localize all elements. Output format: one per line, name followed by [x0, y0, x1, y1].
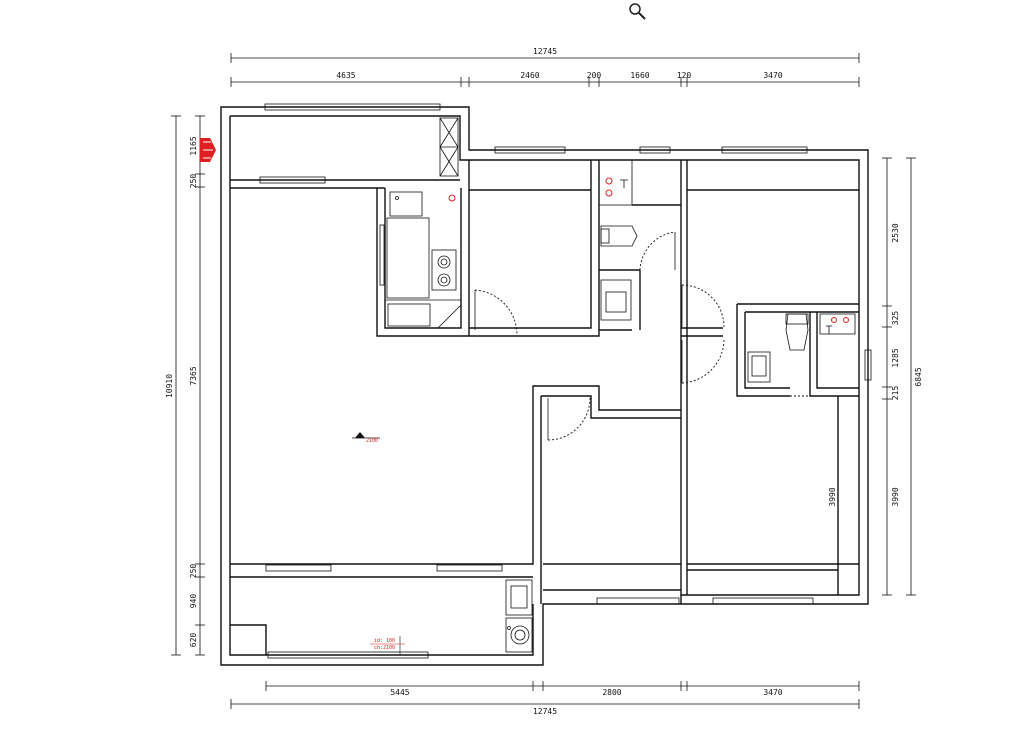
left-segment-dimensions: 1165 250 7365 250 940 620 [189, 115, 205, 656]
bottom-segment-dimensions: 5445 2800 3470 [265, 681, 860, 697]
sink-icon [389, 191, 423, 217]
bottom-segment-2: 2800 [602, 688, 621, 697]
inner-vertical-dimension: 3990 [828, 400, 839, 590]
top-total-dimension: 12745 [230, 47, 860, 63]
north-balcony-storage [439, 117, 459, 177]
left-segment-3: 7365 [189, 366, 198, 385]
bottom-segment-1: 5445 [390, 688, 409, 697]
left-total-dimension: 10910 [165, 115, 181, 656]
windows [259, 103, 872, 659]
left-segment-6: 620 [189, 633, 198, 648]
right-segment-2: 325 [891, 311, 900, 326]
right-segment-4: 215 [891, 386, 900, 401]
top-segment-1: 4635 [336, 71, 355, 80]
right-segment-1: 2530 [891, 223, 900, 242]
top-segment-6: 3470 [763, 71, 782, 80]
bottom-total-label: 12745 [533, 707, 557, 716]
top-segment-dimensions: 4635 2460 200 1660 120 3470 [230, 71, 860, 87]
left-total-label: 10910 [165, 374, 174, 398]
washer-icon [505, 579, 533, 616]
floor-level-marker: 2100 [352, 432, 380, 444]
top-segment-4: 1660 [630, 71, 649, 80]
toilet-icon [785, 313, 809, 351]
interior-walls [230, 160, 859, 655]
top-segment-3: 200 [587, 71, 602, 80]
left-segment-1: 1165 [189, 136, 198, 155]
tag-line-1: id: 100 [374, 638, 395, 644]
entry-arrow-icon[interactable] [200, 138, 216, 162]
tag-line-2: ch:2100 [374, 645, 395, 651]
magnifier-icon[interactable] [629, 3, 646, 20]
bottom-total-dimension: 12745 [230, 699, 860, 716]
right-segment-dimensions: 2530 325 1285 215 3990 [882, 157, 900, 596]
right-total-label: 6845 [914, 367, 923, 386]
top-segment-5: 120 [677, 71, 692, 80]
level-mark-label: 2100 [366, 438, 378, 444]
kitchen-outlet-icon [448, 194, 456, 202]
kitchen-fixtures [379, 191, 462, 329]
master-bathroom-fixtures [747, 313, 856, 383]
top-segment-2: 2460 [520, 71, 539, 80]
doors [474, 231, 810, 441]
top-total-label: 12745 [533, 47, 557, 56]
left-segment-2: 250 [189, 174, 198, 189]
right-total-dimension: 6845 [906, 157, 923, 596]
stove-icon [431, 249, 457, 291]
left-segment-4: 250 [189, 564, 198, 579]
bottom-segment-3: 3470 [763, 688, 782, 697]
balcony-tag: id: 100 ch:2100 [370, 636, 405, 655]
south-balcony-fixtures [505, 579, 533, 653]
left-segment-5: 940 [189, 594, 198, 609]
right-segment-5: 3990 [891, 487, 900, 506]
inner-vertical-label: 3990 [828, 487, 837, 506]
right-segment-3: 1285 [891, 348, 900, 367]
bathroom-1-fixtures [598, 159, 638, 321]
